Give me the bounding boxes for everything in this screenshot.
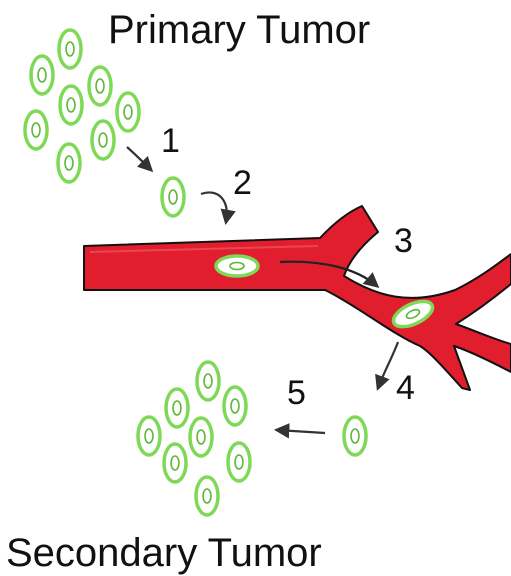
extravasated-tumor-cell-icon bbox=[344, 417, 366, 455]
primary-tumor-title: Primary Tumor bbox=[108, 10, 370, 50]
tumor-cell-icon bbox=[190, 418, 212, 456]
primary-tumor-cluster bbox=[25, 30, 139, 182]
tumor-cell-icon bbox=[196, 477, 218, 515]
tumor-cell-icon bbox=[117, 93, 139, 131]
tumor-cell-icon bbox=[197, 362, 219, 400]
step-label-2: 2 bbox=[233, 166, 252, 200]
tumor-cell-icon bbox=[164, 444, 186, 482]
tumor-cell-icon bbox=[58, 144, 80, 182]
straight-arrow-icon bbox=[277, 430, 325, 433]
secondary-tumor-title: Secondary Tumor bbox=[6, 533, 322, 573]
tumor-cell-icon bbox=[89, 67, 111, 105]
curved-arrow-icon bbox=[201, 192, 227, 222]
step-label-5: 5 bbox=[287, 376, 306, 410]
tumor-cell-icon bbox=[228, 443, 250, 481]
tumor-cell-icon bbox=[166, 389, 188, 427]
tumor-cell-icon bbox=[138, 417, 160, 455]
step-label-4: 4 bbox=[396, 371, 415, 405]
blood-vessel bbox=[84, 206, 511, 390]
step-label-1: 1 bbox=[161, 124, 180, 158]
tumor-cell-icon bbox=[25, 111, 47, 149]
curved-arrow-icon bbox=[378, 342, 398, 388]
curved-arrow-icon bbox=[127, 147, 151, 170]
tumor-cell-icon bbox=[60, 86, 82, 124]
tumor-cell-icon bbox=[59, 30, 81, 68]
tumor-cell-icon bbox=[31, 56, 53, 94]
tumor-cell-icon bbox=[92, 121, 114, 159]
circulating-tumor-cell-icon bbox=[216, 256, 258, 276]
step-label-3: 3 bbox=[394, 224, 413, 258]
escaping-tumor-cell-icon bbox=[162, 178, 184, 216]
tumor-cell-icon bbox=[224, 387, 246, 425]
vessel-main-branch bbox=[84, 206, 511, 390]
secondary-tumor-cluster bbox=[138, 362, 250, 515]
